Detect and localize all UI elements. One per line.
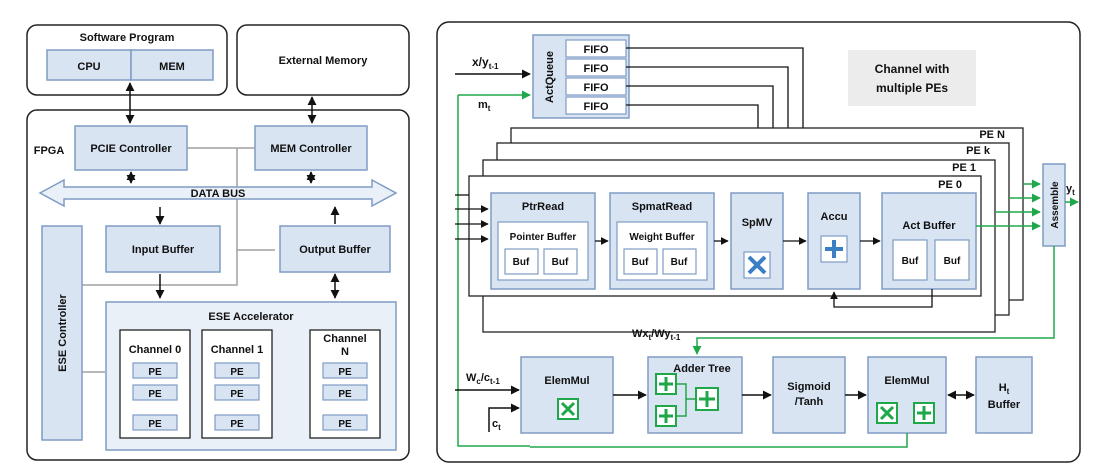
ht-buffer-label: Buffer bbox=[988, 399, 1021, 411]
channel-0-pe-0: PE bbox=[148, 367, 162, 378]
assemble-label: Assemble bbox=[1050, 181, 1061, 229]
ese-controller-label: ESE Controller bbox=[57, 293, 69, 371]
channel-1-pe-1: PE bbox=[230, 389, 244, 400]
data-bus-label: DATA BUS bbox=[191, 188, 246, 200]
cpu-label: CPU bbox=[77, 61, 100, 73]
spmv-label: SpMV bbox=[742, 217, 773, 229]
fpga-label: FPGA bbox=[34, 145, 65, 157]
pe-1-label: PE 1 bbox=[952, 162, 976, 174]
channel-0-pe-1: PE bbox=[148, 389, 162, 400]
add-icon bbox=[655, 405, 677, 427]
act-buf-1: Buf bbox=[944, 256, 961, 267]
weight-buf-0: Buf bbox=[632, 257, 649, 268]
elem-mul-1-label: ElemMul bbox=[544, 375, 589, 387]
adder-tree-label: Adder Tree bbox=[673, 363, 730, 375]
channel-note-line2: multiple PEs bbox=[876, 81, 948, 95]
weight-buf-1: Buf bbox=[671, 257, 688, 268]
mem-label: MEM bbox=[159, 61, 185, 73]
pe-0-label: PE 0 bbox=[938, 179, 962, 191]
cpu-box bbox=[46, 49, 132, 81]
left-system: Software Program CPU MEM External Memory… bbox=[26, 24, 410, 461]
channel-n-pe-0: PE bbox=[338, 367, 352, 378]
add-icon bbox=[913, 402, 935, 424]
act-buffer-label: Act Buffer bbox=[902, 220, 956, 232]
multiply-icon bbox=[557, 398, 579, 420]
add-icon bbox=[820, 235, 848, 263]
sigmoid-label-line1: Sigmoid bbox=[787, 381, 830, 393]
input-m-label: mt bbox=[478, 99, 491, 113]
add-icon bbox=[695, 387, 719, 411]
ht-label: Ht bbox=[999, 382, 1010, 396]
fifo-2: FIFO bbox=[583, 82, 608, 94]
channel-note-box bbox=[848, 50, 976, 106]
act-buf-0: Buf bbox=[902, 256, 919, 267]
ese-controller-box bbox=[41, 225, 83, 441]
channel-n-label-line2: N bbox=[341, 346, 349, 358]
channel-0-label: Channel 0 bbox=[129, 344, 182, 356]
channel-1-pe-2: PE bbox=[230, 419, 244, 430]
ct-label: ct bbox=[492, 418, 501, 432]
channel-note-line1: Channel with bbox=[875, 62, 950, 76]
channel-1: Channel 1 PE PE PE bbox=[201, 329, 273, 439]
accu-label: Accu bbox=[821, 211, 848, 223]
weight-buffer-label: Weight Buffer bbox=[629, 232, 694, 243]
elem-mul-1-box bbox=[520, 356, 614, 434]
channel-0: Channel 0 PE PE PE bbox=[119, 329, 191, 439]
external-memory-label: External Memory bbox=[279, 55, 369, 67]
channel-n-label-line1: Channel bbox=[323, 333, 366, 345]
pe-n-label: PE N bbox=[979, 129, 1005, 141]
spmat-read-label: SpmatRead bbox=[632, 201, 693, 213]
elem-mul-2-label: ElemMul bbox=[884, 375, 929, 387]
act-queue-label: ActQueue bbox=[544, 51, 556, 103]
output-buffer-label: Output Buffer bbox=[299, 244, 371, 256]
output-buffer-box bbox=[279, 225, 391, 273]
input-x-label: x/yt-1 bbox=[472, 55, 499, 71]
pointer-buffer-label: Pointer Buffer bbox=[510, 232, 577, 243]
ptr-read-label: PtrRead bbox=[522, 201, 564, 213]
software-program-label: Software Program bbox=[80, 32, 175, 44]
sigmoid-label-line2: /Tanh bbox=[795, 396, 824, 408]
ese-accelerator-label: ESE Accelerator bbox=[208, 311, 294, 323]
right-channel: x/yt-1 mt ActQueue FIFO FIFO FIFO FIFO C… bbox=[436, 21, 1081, 463]
channel-1-pe-0: PE bbox=[230, 367, 244, 378]
multiply-icon bbox=[743, 251, 771, 279]
data-bus-arrow bbox=[38, 178, 398, 208]
multiply-icon bbox=[876, 402, 898, 424]
channel-n-pe-2: PE bbox=[338, 419, 352, 430]
ptr-buf-0: Buf bbox=[513, 257, 530, 268]
mem-controller-box bbox=[254, 125, 368, 171]
channel-0-pe-2: PE bbox=[148, 419, 162, 430]
ptr-buf-1: Buf bbox=[552, 257, 569, 268]
fifo-1: FIFO bbox=[583, 63, 608, 75]
fifo-0: FIFO bbox=[583, 44, 608, 56]
input-buffer-label: Input Buffer bbox=[132, 244, 195, 256]
input-buffer-box bbox=[105, 225, 221, 273]
wx-wy-label: Wxt/Wyt-1 bbox=[632, 328, 681, 342]
mem-controller-label: MEM Controller bbox=[270, 143, 352, 155]
channel-1-label: Channel 1 bbox=[211, 344, 264, 356]
mem-box bbox=[130, 49, 214, 81]
pe-k-label: PE k bbox=[966, 145, 991, 157]
channel-n-pe-1: PE bbox=[338, 389, 352, 400]
ht-buffer-box bbox=[975, 356, 1033, 434]
external-memory-box bbox=[236, 24, 410, 96]
sigmoid-tanh-box bbox=[772, 356, 846, 434]
fifo-3: FIFO bbox=[583, 101, 608, 113]
output-y-label: yt bbox=[1066, 183, 1075, 197]
add-icon bbox=[655, 373, 677, 395]
wc-label: Wc/ct-1 bbox=[466, 372, 500, 386]
channel-n: Channel N PE PE PE bbox=[309, 329, 381, 439]
pcie-controller-label: PCIE Controller bbox=[90, 143, 172, 155]
